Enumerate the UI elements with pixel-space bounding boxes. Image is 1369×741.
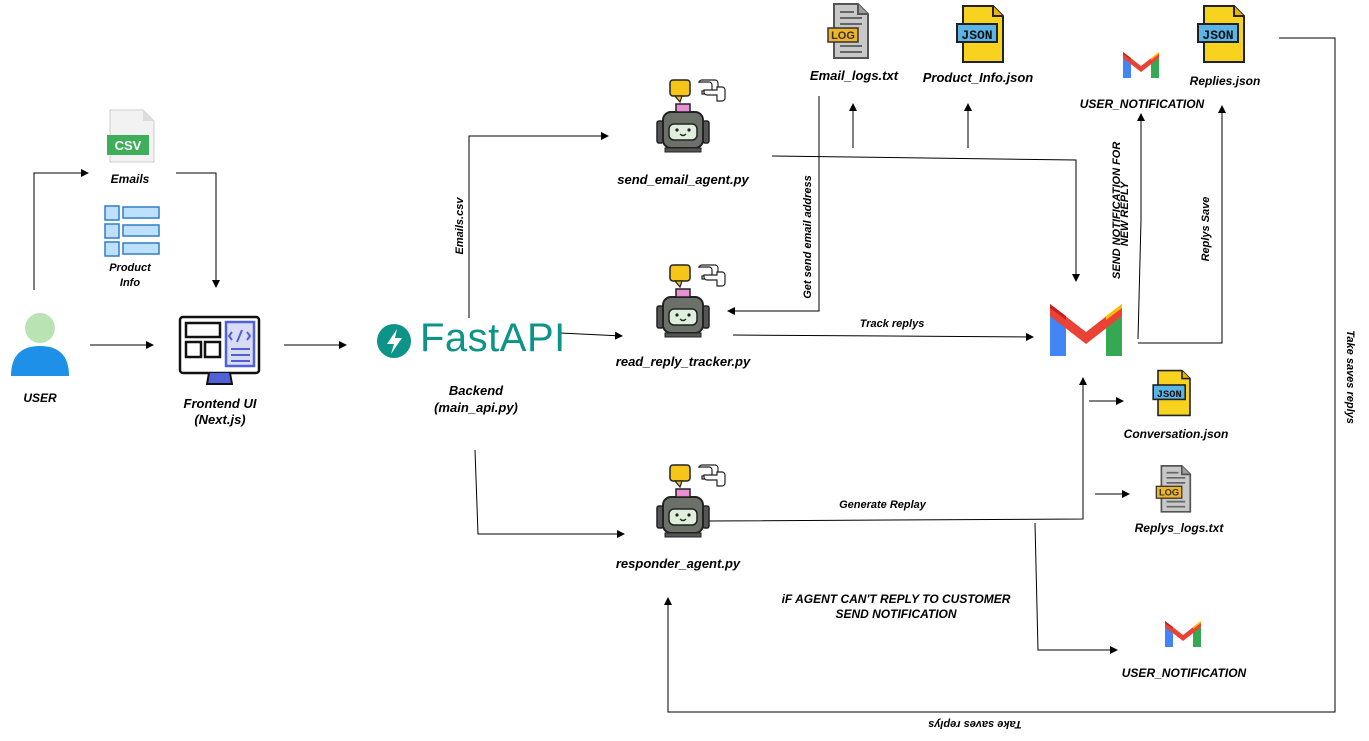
frontend-label-line2: (Next.js)	[194, 412, 246, 427]
edge-gmail-to-replies-json	[1138, 105, 1226, 344]
edge-fastapi-to-responder	[474, 449, 625, 538]
product-info-icon	[104, 205, 160, 257]
edge-email-logs-to-tracker	[727, 96, 820, 315]
backend-label-line2: (main_api.py)	[434, 400, 518, 415]
replies-json-label: Replies.json	[1189, 74, 1261, 88]
send-email-agent-label: send_email_agent.py	[617, 172, 749, 187]
edge-fastapi-to-send-agent	[468, 132, 609, 318]
edge-label-get-send-email: Get send email address	[802, 175, 814, 299]
backend-label-line1: Backend	[448, 383, 504, 398]
csv-badge-text: CSV	[115, 138, 142, 153]
gmail-main-icon	[1050, 304, 1122, 356]
frontend-ui-icon	[178, 315, 261, 385]
connectors	[33, 37, 1336, 713]
user-notification-top-label: USER_NOTIFICATION	[1079, 97, 1205, 111]
edge-label-send-notification-line2: NEW REPLY	[1119, 181, 1131, 247]
edge-fastapi-to-reply-tracker	[559, 331, 623, 340]
edge-label-cant-reply-line1: iF AGENT CAN'T REPLY TO CUSTOMER	[781, 592, 1011, 606]
replys-logs-label: Replys_logs.txt	[1134, 521, 1224, 535]
fastapi-logo-icon	[377, 324, 411, 358]
responder-agent-robot-icon	[656, 464, 726, 538]
email-logs-file-icon	[827, 3, 869, 59]
replys-logs-file-icon	[1155, 465, 1192, 513]
reply-tracker-robot-icon	[656, 264, 726, 338]
reply-tracker-label: read_reply_tracker.py	[615, 354, 751, 369]
edge-label-take-saves-right: Take saves replys	[1344, 330, 1356, 424]
emails-label: Emails	[110, 172, 150, 186]
edge-replies-json-to-responder	[664, 37, 1336, 713]
edge-label-replys-save: Replys Save	[1200, 196, 1212, 262]
product-info-json-icon	[956, 5, 1004, 63]
product-info-label-line2: Info	[119, 277, 141, 289]
replies-json-icon	[1197, 5, 1245, 63]
edge-label-emails-csv: Emails.csv	[454, 197, 466, 255]
gmail-notification-top-icon	[1123, 52, 1159, 78]
edge-responder-to-gmail	[707, 377, 1087, 522]
edge-gmail-to-notification-top	[1137, 113, 1145, 340]
edge-emails-to-frontend	[176, 172, 220, 288]
edge-label-take-saves-bottom: Take saves replys	[928, 718, 1022, 730]
product-info-label-line1: Product	[109, 262, 151, 274]
product-info-json-label: Product_Info.json	[922, 70, 1034, 85]
responder-agent-label: responder_agent.py	[615, 556, 741, 571]
send-email-agent-robot-icon	[656, 79, 726, 153]
user-label: USER	[23, 391, 57, 405]
edge-label-track-replys: Track replys	[859, 318, 925, 330]
edge-label-cant-reply-line2: SEND NOTIFICATION	[835, 607, 957, 621]
edge-send-agent-to-gmail	[771, 155, 1080, 282]
fastapi-wordmark: FastAPI	[420, 316, 566, 360]
edge-label-generate-replay: Generate Replay	[839, 499, 926, 511]
csv-file-icon: CSV	[107, 109, 155, 163]
edge-user-to-emails	[33, 169, 89, 290]
edge-to-user-notification-bottom	[1034, 522, 1118, 654]
conversation-json-label: Conversation.json	[1123, 427, 1229, 441]
frontend-label-line1: Frontend UI	[183, 396, 257, 411]
edge-tracker-to-gmail	[732, 332, 1034, 341]
gmail-notification-bottom-icon	[1165, 621, 1201, 647]
user-notification-bottom-label: USER_NOTIFICATION	[1121, 666, 1247, 680]
user-icon	[11, 313, 69, 376]
email-logs-label: Email_logs.txt	[809, 68, 899, 83]
conversation-json-icon	[1152, 369, 1191, 417]
